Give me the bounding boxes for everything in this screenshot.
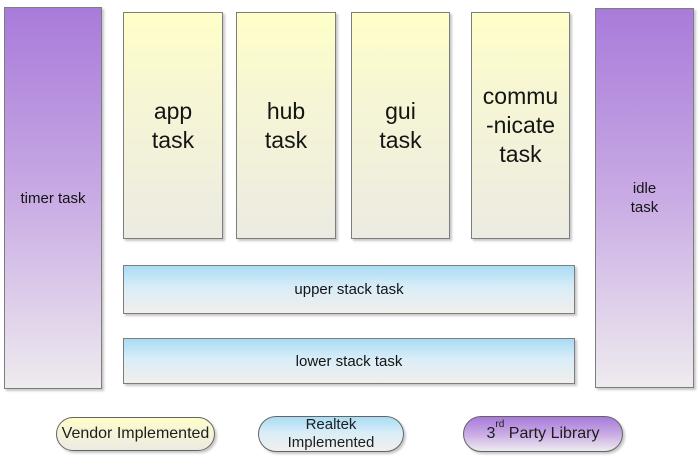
legend-vendor-implemented-label: Vendor Implemented [61, 425, 210, 442]
app-task-box: app task [123, 12, 223, 239]
legend-third-party-library: 3rd Party Library [463, 416, 623, 452]
legend-realtek-implemented-line2: Implemented [287, 434, 375, 451]
hub-task-box: hub task [236, 12, 336, 239]
legend-vendor-implemented: Vendor Implemented [56, 417, 215, 451]
hub-task-label: hub task [264, 97, 308, 153]
idle-task-box: idle task [595, 8, 694, 388]
upper-stack-task-label: upper stack task [294, 281, 404, 298]
communicate-task-label: commu -nicate task [482, 83, 559, 167]
legend-third-party-library-label: 3rd Party Library [486, 418, 600, 442]
lower-stack-task-box: lower stack task [123, 338, 575, 384]
communicate-task-box: commu -nicate task [471, 12, 570, 239]
timer-task-box: timer task [4, 7, 102, 389]
lower-stack-task-label: lower stack task [295, 352, 403, 370]
legend-realtek-implemented: Realtek Implemented [258, 416, 404, 452]
gui-task-box: gui task [351, 12, 450, 239]
timer-task-label: timer task [20, 189, 86, 207]
gui-task-label: gui task [379, 97, 422, 153]
app-task-label: app task [151, 97, 195, 153]
idle-task-label: idle task [630, 180, 659, 216]
upper-stack-task-box: upper stack task [123, 265, 575, 314]
legend-realtek-implemented-line1: Realtek [305, 416, 357, 433]
